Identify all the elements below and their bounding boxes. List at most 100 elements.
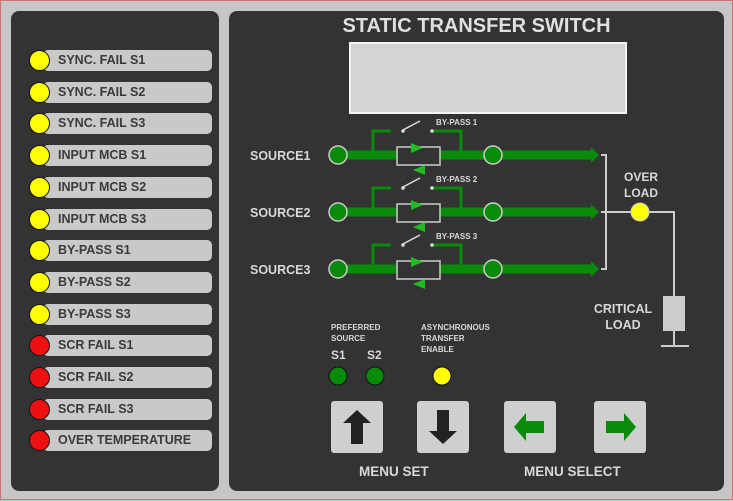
power-line [347, 207, 591, 217]
arrow-left-icon [514, 413, 544, 441]
source-led-icon [328, 202, 348, 222]
bypass-line [371, 243, 391, 269]
scr-icon [411, 143, 423, 153]
s2-label: S2 [367, 348, 382, 362]
alarm-item: INPUT MCB S1 [29, 145, 212, 167]
switch-contact [430, 243, 434, 247]
alarm-led-icon [29, 145, 50, 167]
async-label: ASYNCHRONOUS [421, 323, 491, 332]
alarm-led-icon [29, 430, 50, 452]
menu-left-button[interactable] [504, 401, 556, 453]
bypass-line [432, 243, 463, 269]
alarm-led-icon [29, 81, 50, 103]
switch-contact [401, 243, 405, 247]
alarm-led-icon [29, 208, 50, 230]
alarm-bar: SYNC. FAIL S3 [43, 113, 212, 135]
alarm-item: SYNC. FAIL S1 [29, 50, 212, 71]
alarm-led-icon [29, 50, 50, 71]
output-led-icon [483, 202, 503, 222]
alarm-led-icon [29, 398, 50, 420]
alarm-item: SYNC. FAIL S2 [29, 81, 212, 103]
alarm-bar: BY-PASS S3 [43, 303, 212, 325]
bypass-switch-icon [402, 120, 421, 131]
alarm-item: INPUT MCB S2 [29, 176, 212, 198]
output-led-icon [483, 259, 503, 279]
alarm-bar: BY-PASS S1 [43, 240, 212, 262]
menu-down-button[interactable] [417, 401, 469, 453]
alarm-label: BY-PASS S3 [58, 306, 131, 321]
alarm-led-icon [29, 240, 50, 262]
critical-load-label: CRITICAL [594, 302, 653, 316]
switch-contact [430, 129, 434, 133]
scr-icon [413, 165, 425, 175]
alarm-item: INPUT MCB S3 [29, 208, 212, 230]
menu-up-button[interactable] [331, 401, 383, 453]
alarm-led-icon [29, 176, 50, 198]
alarm-led-icon [29, 113, 50, 135]
alarm-label: INPUT MCB S2 [58, 179, 147, 194]
arrow-head-icon [591, 204, 599, 220]
alarm-bar: OVER TEMPERATURE [43, 430, 212, 452]
alarm-bar: SYNC. FAIL S2 [43, 81, 212, 103]
alarm-led-icon [29, 367, 50, 388]
async-label: TRANSFER [421, 334, 465, 343]
alarm-item: SCR FAIL S3 [29, 398, 212, 420]
alarm-item: OVER TEMPERATURE [29, 430, 212, 452]
alarm-item: BY-PASS S3 [29, 303, 212, 325]
arrow-up-icon [343, 410, 371, 444]
alarm-label: BY-PASS S1 [58, 243, 131, 258]
alarm-bar: SCR FAIL S3 [43, 398, 212, 420]
arrow-down-icon [429, 410, 457, 444]
alarm-item: SCR FAIL S1 [29, 335, 212, 357]
scr-icon [413, 222, 425, 232]
alarm-label: OVER TEMPERATURE [58, 433, 192, 448]
bypass-label: BY-PASS 1 [436, 118, 478, 127]
alarm-led-icon [29, 335, 50, 357]
async-label: ENABLE [421, 345, 455, 354]
overload-label: LOAD [624, 186, 658, 200]
alarm-led-icon [29, 303, 50, 325]
alarm-label: SCR FAIL S2 [58, 370, 134, 384]
bypass-line [432, 186, 463, 212]
output-led-icon [483, 145, 503, 165]
bypass-label: BY-PASS 3 [436, 232, 478, 241]
critical-load-label: LOAD [605, 318, 640, 332]
menu-set-label: MENU SET [359, 464, 429, 479]
alarm-label: SYNC. FAIL S3 [58, 116, 146, 131]
alarm-bar: SCR FAIL S2 [43, 367, 212, 388]
switch-contact [401, 129, 405, 133]
alarm-item: BY-PASS S1 [29, 240, 212, 262]
preferred-s1-led-icon [328, 366, 348, 386]
alarm-bar: INPUT MCB S2 [43, 176, 212, 198]
load-line [649, 211, 675, 297]
alarm-item: SCR FAIL S2 [29, 367, 212, 388]
alarm-label: INPUT MCB S3 [58, 211, 147, 226]
alarm-bar: INPUT MCB S3 [43, 208, 212, 230]
overload-led-icon [630, 202, 650, 222]
alarm-item: BY-PASS S2 [29, 271, 212, 293]
source-label: SOURCE2 [250, 206, 310, 220]
alarm-bar: BY-PASS S2 [43, 271, 212, 293]
alarm-label: BY-PASS S2 [58, 274, 131, 289]
alarm-label: SYNC. FAIL S2 [58, 84, 146, 99]
bypass-line [371, 129, 391, 155]
source-label: SOURCE3 [250, 263, 310, 277]
preferred-label: SOURCE [331, 334, 366, 343]
arrow-head-icon [591, 261, 599, 277]
page-title: STATIC TRANSFER SWITCH [342, 15, 611, 37]
source-led-icon [328, 145, 348, 165]
async-led-icon [432, 366, 452, 386]
alarm-bar: SCR FAIL S1 [43, 335, 212, 357]
bypass-label: BY-PASS 2 [436, 175, 478, 184]
bypass-line [432, 129, 463, 155]
switch-contact [430, 186, 434, 190]
alarm-label: SCR FAIL S3 [58, 401, 134, 416]
alarm-bar: SYNC. FAIL S1 [43, 50, 212, 71]
bypass-switch-icon [402, 177, 421, 188]
switch-contact [401, 186, 405, 190]
menu-right-button[interactable] [594, 401, 646, 453]
critical-load-icon [663, 296, 685, 331]
overload-label: OVER [624, 170, 658, 184]
s1-label: S1 [331, 348, 346, 362]
